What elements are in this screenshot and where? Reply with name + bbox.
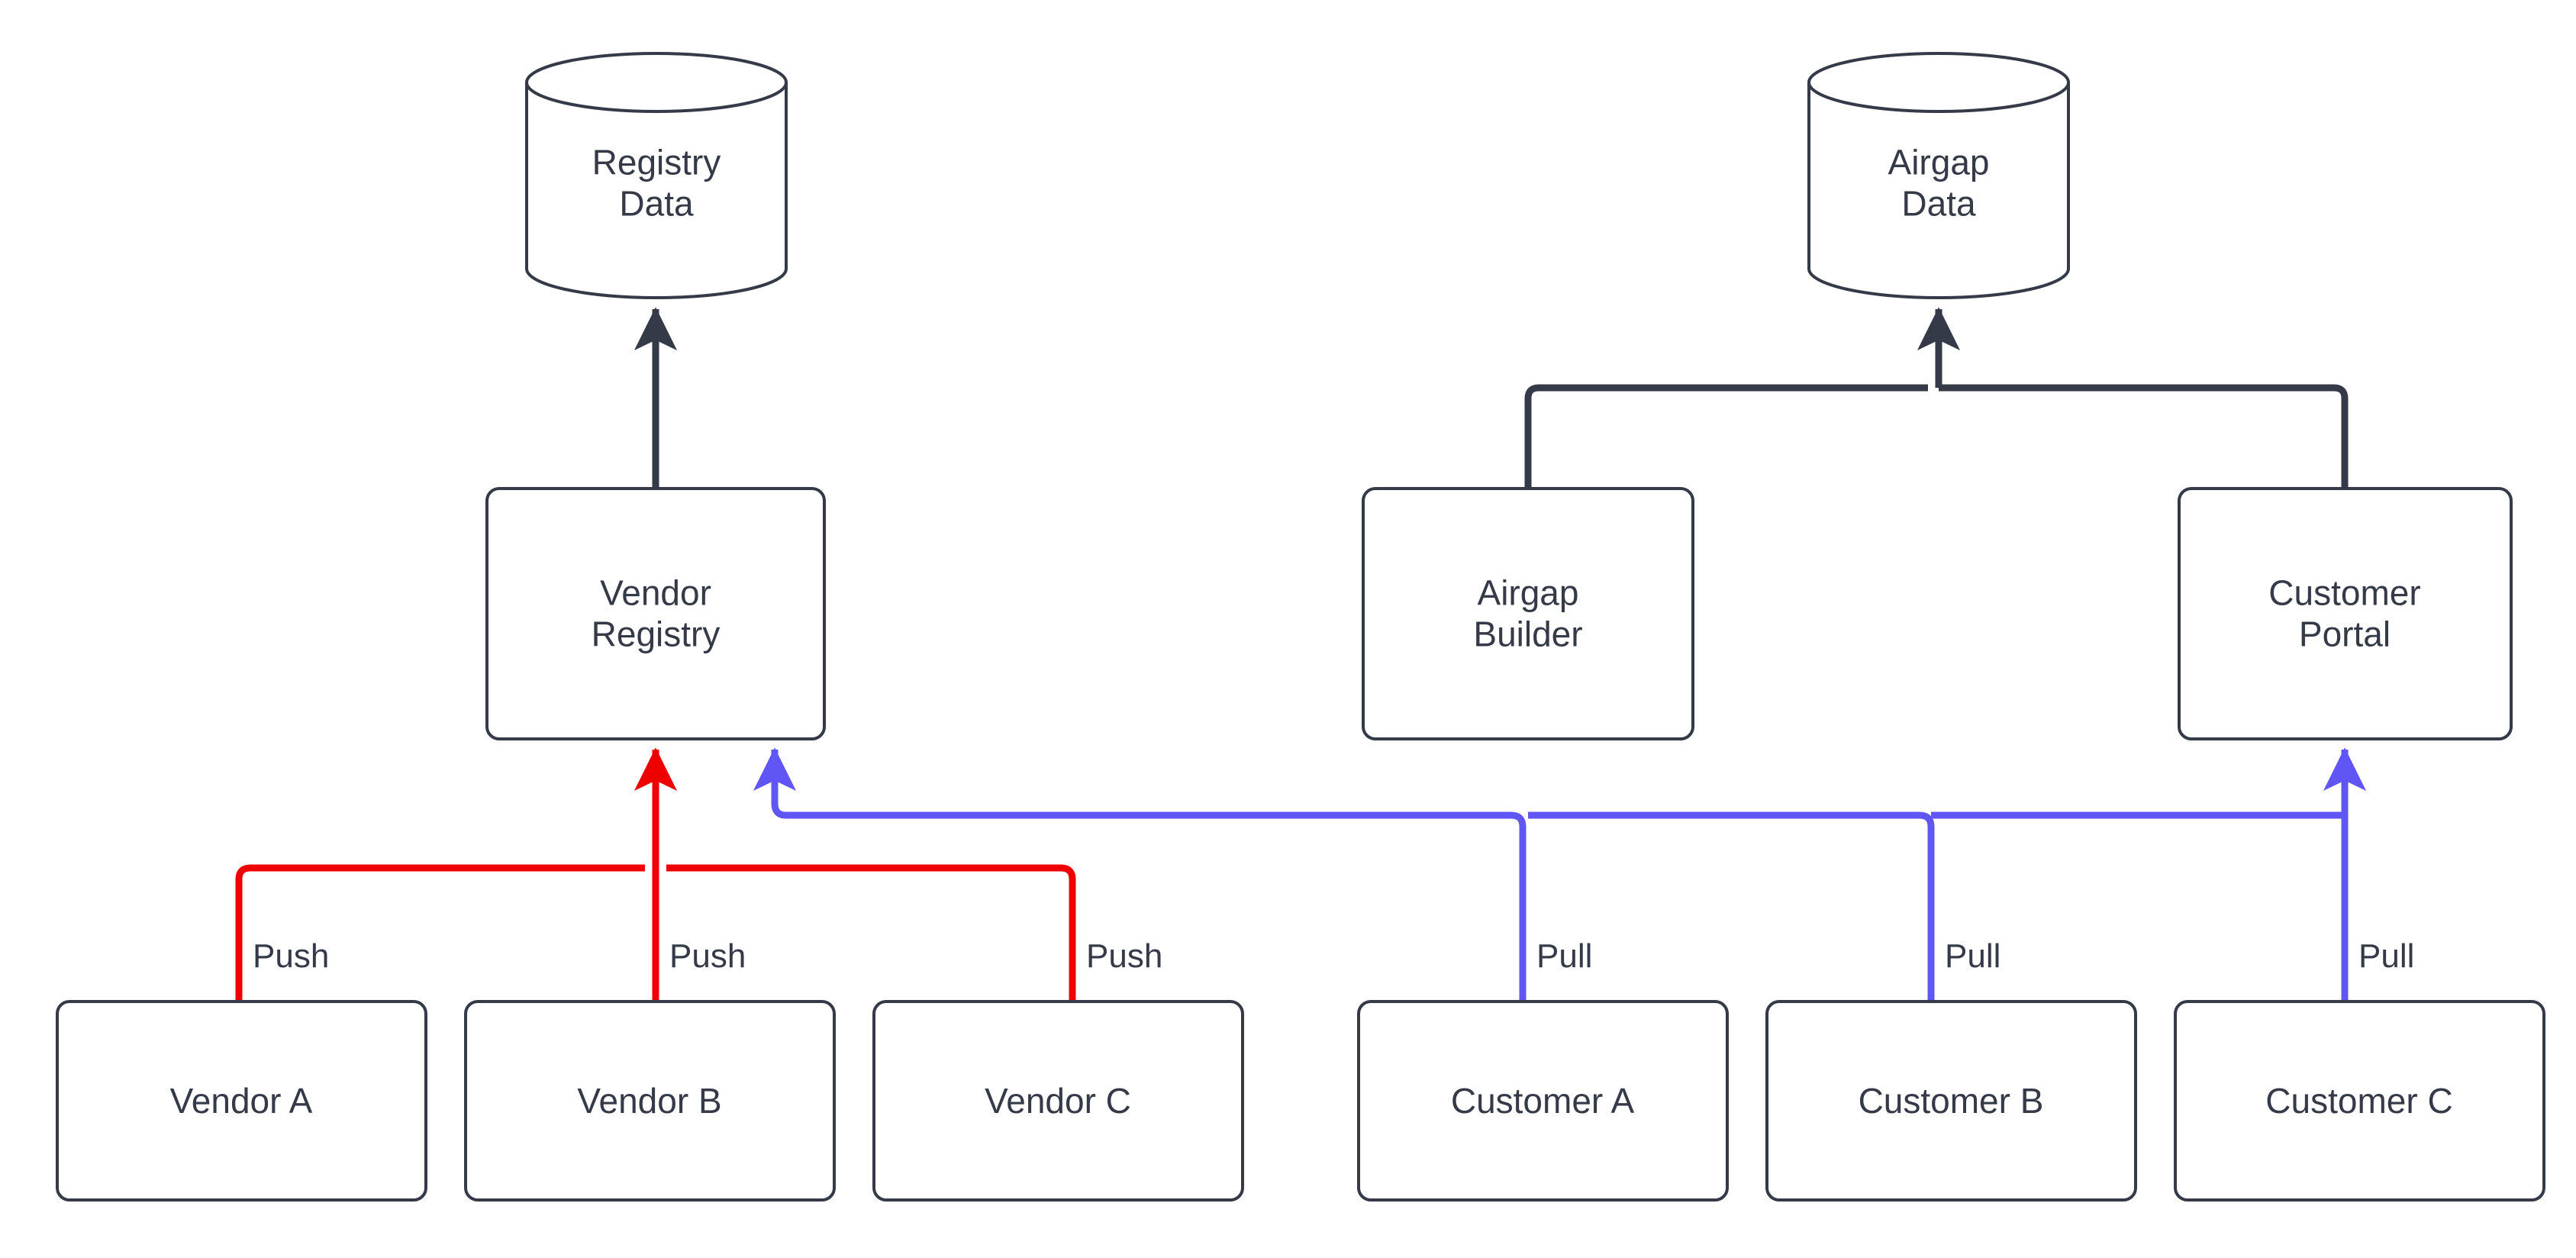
edge-vendor-a-push — [235, 864, 645, 1002]
hit-vendor-registry[interactable] — [487, 489, 824, 739]
actor-customer-a[interactable] — [1357, 1000, 1729, 1202]
edge-customer-b-pull — [1528, 811, 1935, 1002]
hit-vendor-c[interactable] — [874, 1002, 1243, 1200]
hit-customer-c[interactable] — [2175, 1002, 2544, 1200]
edge-vendor-c-push — [666, 864, 1076, 1002]
actor-customer-c[interactable] — [2174, 1000, 2545, 1202]
hit-customer-portal[interactable] — [2179, 489, 2511, 739]
hit-customer-a[interactable] — [1359, 1002, 1727, 1200]
hit-customer-b[interactable] — [1767, 1002, 2136, 1200]
datastore-registry-data[interactable] — [525, 52, 788, 299]
edge-airgap-builder-to-airgap-data — [1524, 384, 1928, 489]
datastore-airgap-data[interactable] — [1807, 52, 2070, 299]
actor-vendor-a[interactable] — [56, 1000, 427, 1202]
actor-vendor-c[interactable] — [872, 1000, 1244, 1202]
edge-customer-a-pull — [786, 811, 1527, 1002]
service-customer-portal[interactable] — [2178, 487, 2513, 740]
service-airgap-builder[interactable] — [1362, 487, 1694, 740]
hit-registry-data[interactable] — [527, 53, 786, 298]
hit-airgap-data[interactable] — [1809, 53, 2068, 298]
edge-customer-portal-to-airgap-data — [1939, 384, 2349, 489]
actor-vendor-b[interactable] — [464, 1000, 836, 1202]
actor-customer-b[interactable] — [1765, 1000, 2137, 1202]
edge-pull-bus-left-corner — [753, 747, 797, 819]
hit-airgap-builder[interactable] — [1363, 489, 1693, 739]
hit-vendor-b[interactable] — [466, 1002, 834, 1200]
hit-vendor-a[interactable] — [57, 1002, 426, 1200]
service-vendor-registry[interactable] — [485, 487, 826, 740]
